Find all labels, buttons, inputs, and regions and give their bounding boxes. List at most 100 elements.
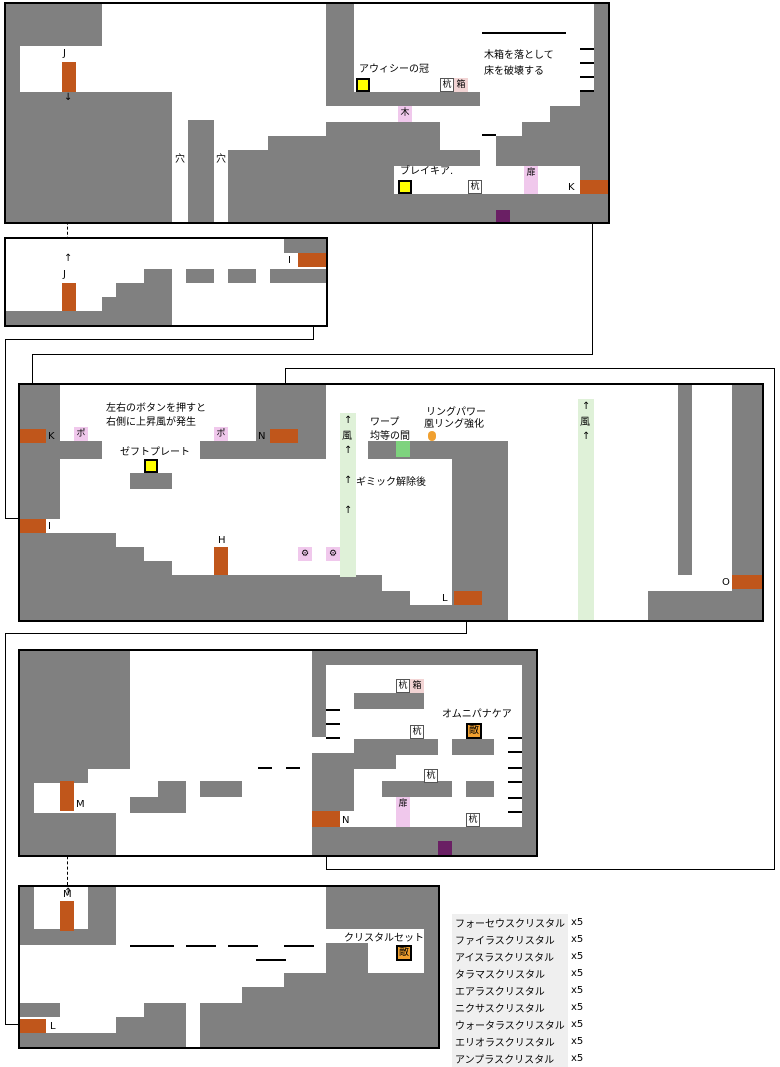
door-J xyxy=(62,62,76,92)
door-N xyxy=(270,429,298,443)
door-K xyxy=(20,429,46,443)
wood-icon: 木 xyxy=(398,106,412,122)
platform-line xyxy=(580,90,594,92)
connector-line xyxy=(5,339,6,519)
label-hole: 穴 xyxy=(175,154,185,165)
ring-icon xyxy=(428,431,436,441)
wall-block xyxy=(88,887,116,945)
wall-block xyxy=(522,651,536,855)
door-I xyxy=(20,519,46,533)
door-J xyxy=(62,283,76,311)
arrow-up: ↑ xyxy=(344,475,353,486)
door-tile: 扉 xyxy=(524,166,538,194)
note-wood-2: 床を破壊する xyxy=(484,66,544,77)
platform-line xyxy=(482,32,566,34)
marker-H: H xyxy=(218,535,226,546)
warp-tile xyxy=(396,441,410,457)
wall-block xyxy=(200,781,242,797)
wall-block xyxy=(312,651,536,665)
arrow-up: ↑ xyxy=(582,401,591,412)
wall-block xyxy=(326,887,438,929)
marker-K: K xyxy=(48,431,55,442)
connector-line xyxy=(326,869,775,870)
wind-label: 風 xyxy=(342,431,352,442)
wall-block xyxy=(338,194,608,222)
marker-M: M xyxy=(63,889,72,900)
wall-block xyxy=(20,1003,60,1017)
wall-block xyxy=(116,283,172,299)
map-area-1: J ↓ 穴 穴 アウィシーの冠 杭 箱 木箱を落として 床を破壊する 木 ブレイ… xyxy=(4,2,610,224)
wall-block xyxy=(270,269,326,283)
marker-M: M xyxy=(76,799,85,810)
door-L xyxy=(454,591,482,605)
wall-block xyxy=(338,166,394,196)
platform-line xyxy=(228,945,258,947)
note-buttons-2: 右側に上昇風が発生 xyxy=(106,417,196,428)
purple-tile xyxy=(438,841,452,855)
door-N xyxy=(312,811,340,827)
treasure-chest[interactable] xyxy=(398,180,412,194)
wall-block xyxy=(130,473,172,489)
enemy-icon[interactable]: 敵 xyxy=(466,723,482,739)
wall-block xyxy=(20,767,88,783)
wall-block xyxy=(354,739,438,755)
connector-line xyxy=(5,339,314,340)
wall-block xyxy=(648,591,762,620)
treasure-chest[interactable] xyxy=(356,78,370,92)
wall-block xyxy=(338,150,480,166)
button-icon[interactable]: ポ xyxy=(74,427,88,441)
platform-line xyxy=(326,737,340,739)
wall-block xyxy=(466,781,494,797)
marker-L: L xyxy=(442,593,448,604)
marker-N: N xyxy=(258,431,266,442)
arrow-up: ↑ xyxy=(344,505,353,516)
wall-block xyxy=(312,651,326,737)
gear-icon[interactable]: ⚙ xyxy=(326,547,340,561)
arrow-up: ↑ xyxy=(344,445,353,456)
wall-block xyxy=(144,269,172,285)
wall-block xyxy=(452,441,508,620)
wall-block xyxy=(284,973,438,989)
arrow-down: ↓ xyxy=(64,92,73,103)
wall-block xyxy=(6,4,102,46)
wall-block xyxy=(452,739,494,755)
wall-block xyxy=(354,92,480,106)
platform-line xyxy=(508,737,522,739)
label-zefto-plate: ゼフトプレート xyxy=(120,447,190,458)
platform-line xyxy=(508,781,522,783)
door-H xyxy=(214,547,228,575)
platform-line xyxy=(508,811,522,813)
arrow-up: ↑ xyxy=(64,253,73,264)
wall-block xyxy=(228,150,340,222)
wall-block xyxy=(200,441,326,459)
platform-line xyxy=(508,767,522,769)
platform-line xyxy=(130,945,174,947)
marker-I: I xyxy=(48,521,51,532)
platform-line xyxy=(326,723,340,725)
wall-block xyxy=(144,1003,186,1019)
enemy-icon[interactable]: 敵 xyxy=(396,945,412,961)
note-wood-1: 木箱を落として xyxy=(484,50,554,61)
label-warp-room: 均等の間 xyxy=(370,431,410,442)
gear-icon[interactable]: ⚙ xyxy=(298,547,312,561)
wall-block xyxy=(732,385,762,591)
wall-block xyxy=(200,1003,438,1047)
button-icon[interactable]: ポ xyxy=(214,427,228,441)
wall-block xyxy=(496,136,608,166)
label-ring-power: リングパワー xyxy=(426,407,486,418)
stake-icon: 杭 xyxy=(396,679,410,693)
wall-block xyxy=(326,943,368,973)
connector-line xyxy=(5,633,467,634)
marker-J: J xyxy=(63,269,66,280)
platform-line xyxy=(580,48,594,50)
treasure-chest[interactable] xyxy=(144,459,158,473)
wind-label: 風 xyxy=(580,417,590,428)
door-M xyxy=(60,901,74,931)
platform-line xyxy=(258,767,272,769)
